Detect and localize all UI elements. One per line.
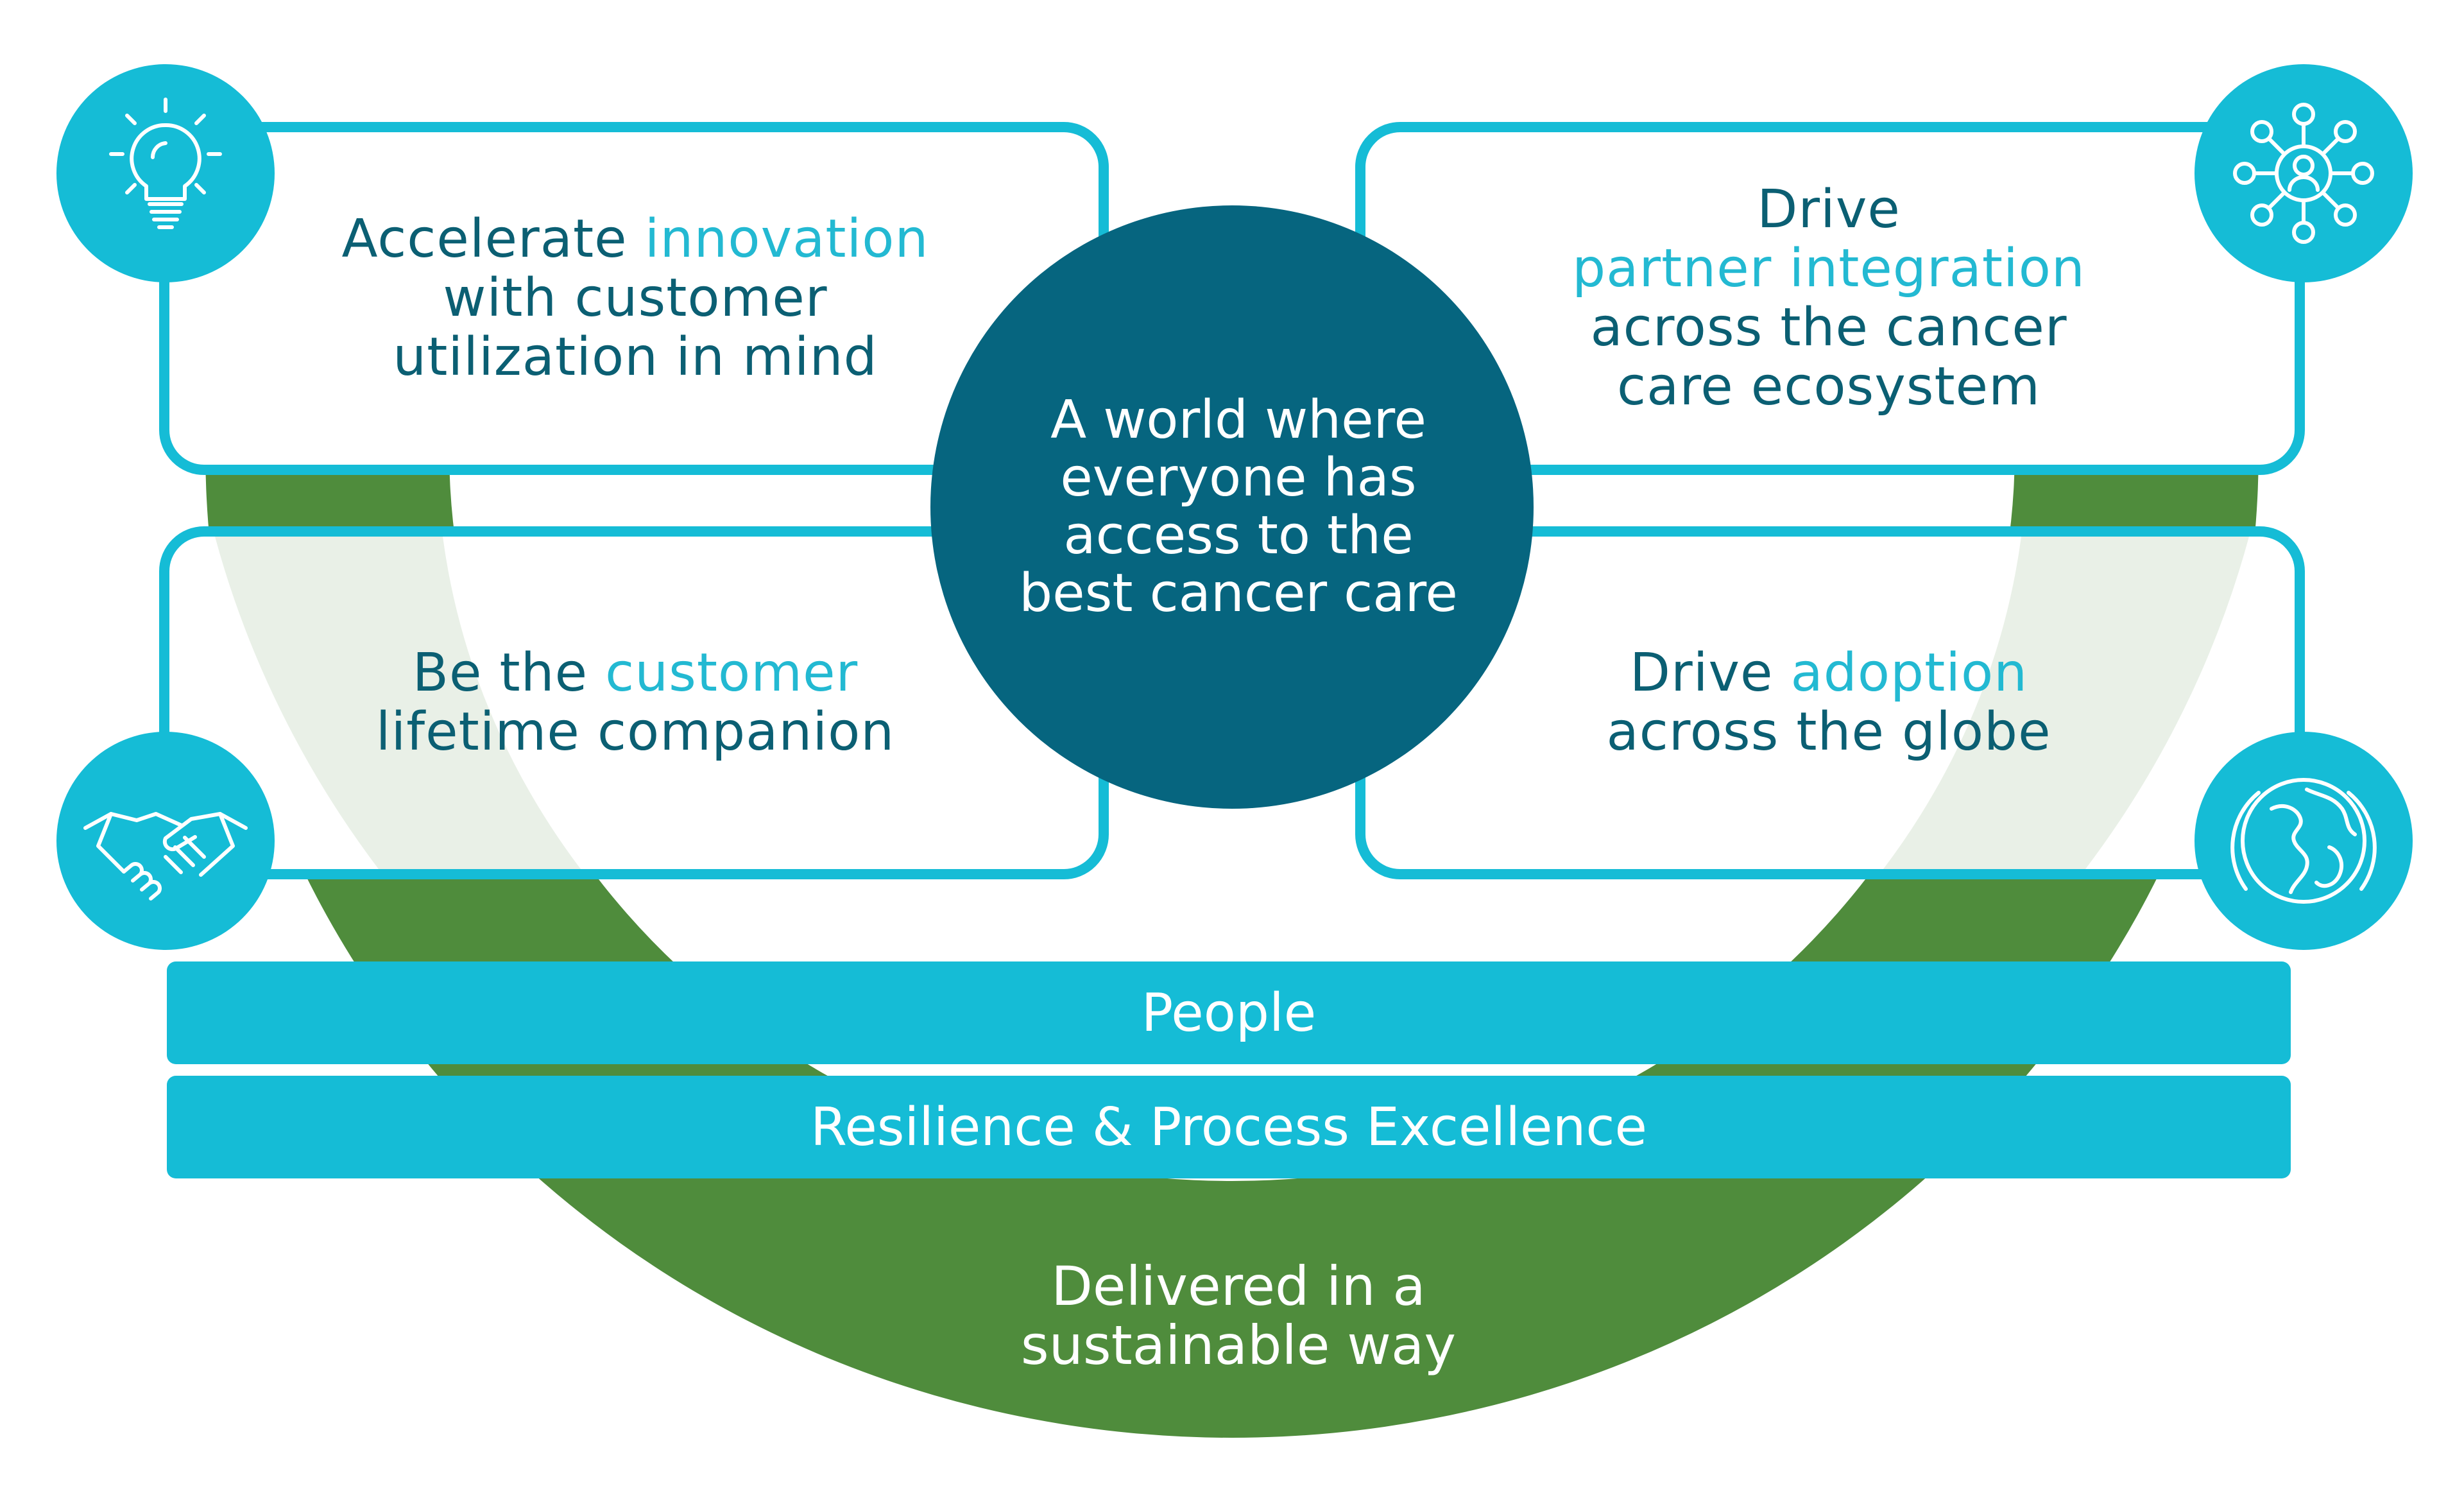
vision-line-4: best cancer care [1019, 563, 1458, 624]
globe-icon [2194, 732, 2413, 950]
foundation-line-2: sustainable way [1020, 1314, 1457, 1377]
innovation-highlight: innovation [644, 209, 929, 270]
bottom-left-line1: Be the customer [412, 642, 859, 703]
partner-integration-highlight: partner integration [1572, 238, 2085, 299]
top-right-line3: across the cancer [1590, 297, 2067, 358]
vision-statement: A world where everyone has access to the… [963, 359, 1514, 655]
foundation-line-1: Delivered in a [1051, 1255, 1426, 1318]
bottom-right-line2: across the globe [1606, 702, 2051, 763]
resilience-bar: Resilience & Process Excellence [167, 1076, 2291, 1178]
green-arc [205, 449, 2259, 1438]
text-bottom-right: Drive adoption across the globe [1380, 539, 2278, 866]
bottom-left-line2: lifetime companion [375, 702, 895, 763]
bottom-right-line1: Drive adoption [1629, 642, 2028, 703]
text-top-left: Accelerate innovation with customer util… [186, 141, 1084, 456]
people-label: People [1141, 982, 1317, 1044]
top-left-line3: utilization in mind [393, 327, 878, 388]
resilience-label: Resilience & Process Excellence [810, 1096, 1647, 1158]
top-left-line2: with customer [443, 268, 828, 329]
vision-line-3: access to the [1063, 505, 1414, 566]
handshake-icon [56, 732, 275, 950]
vision-line-2: everyone has [1060, 447, 1417, 508]
top-right-line4: care ecosystem [1617, 356, 2041, 417]
network-people-icon [2194, 64, 2413, 282]
top-left-line1: Accelerate innovation [341, 209, 929, 270]
text-top-right: Drive partner integration across the can… [1380, 141, 2278, 456]
people-bar: People [167, 961, 2291, 1064]
text-bottom-left: Be the customer lifetime companion [186, 539, 1084, 866]
center-circle [930, 205, 1534, 809]
pale-band-right [1883, 537, 2249, 869]
foundation-text: Delivered in a sustainable way [834, 1239, 1643, 1393]
lightbulb-icon [56, 64, 275, 282]
pale-band-left [215, 537, 581, 869]
customer-highlight: customer [605, 642, 859, 703]
vision-line-1: A world where [1050, 390, 1426, 451]
top-right-line1: Drive [1757, 179, 1901, 240]
adoption-highlight: adoption [1790, 642, 2028, 703]
